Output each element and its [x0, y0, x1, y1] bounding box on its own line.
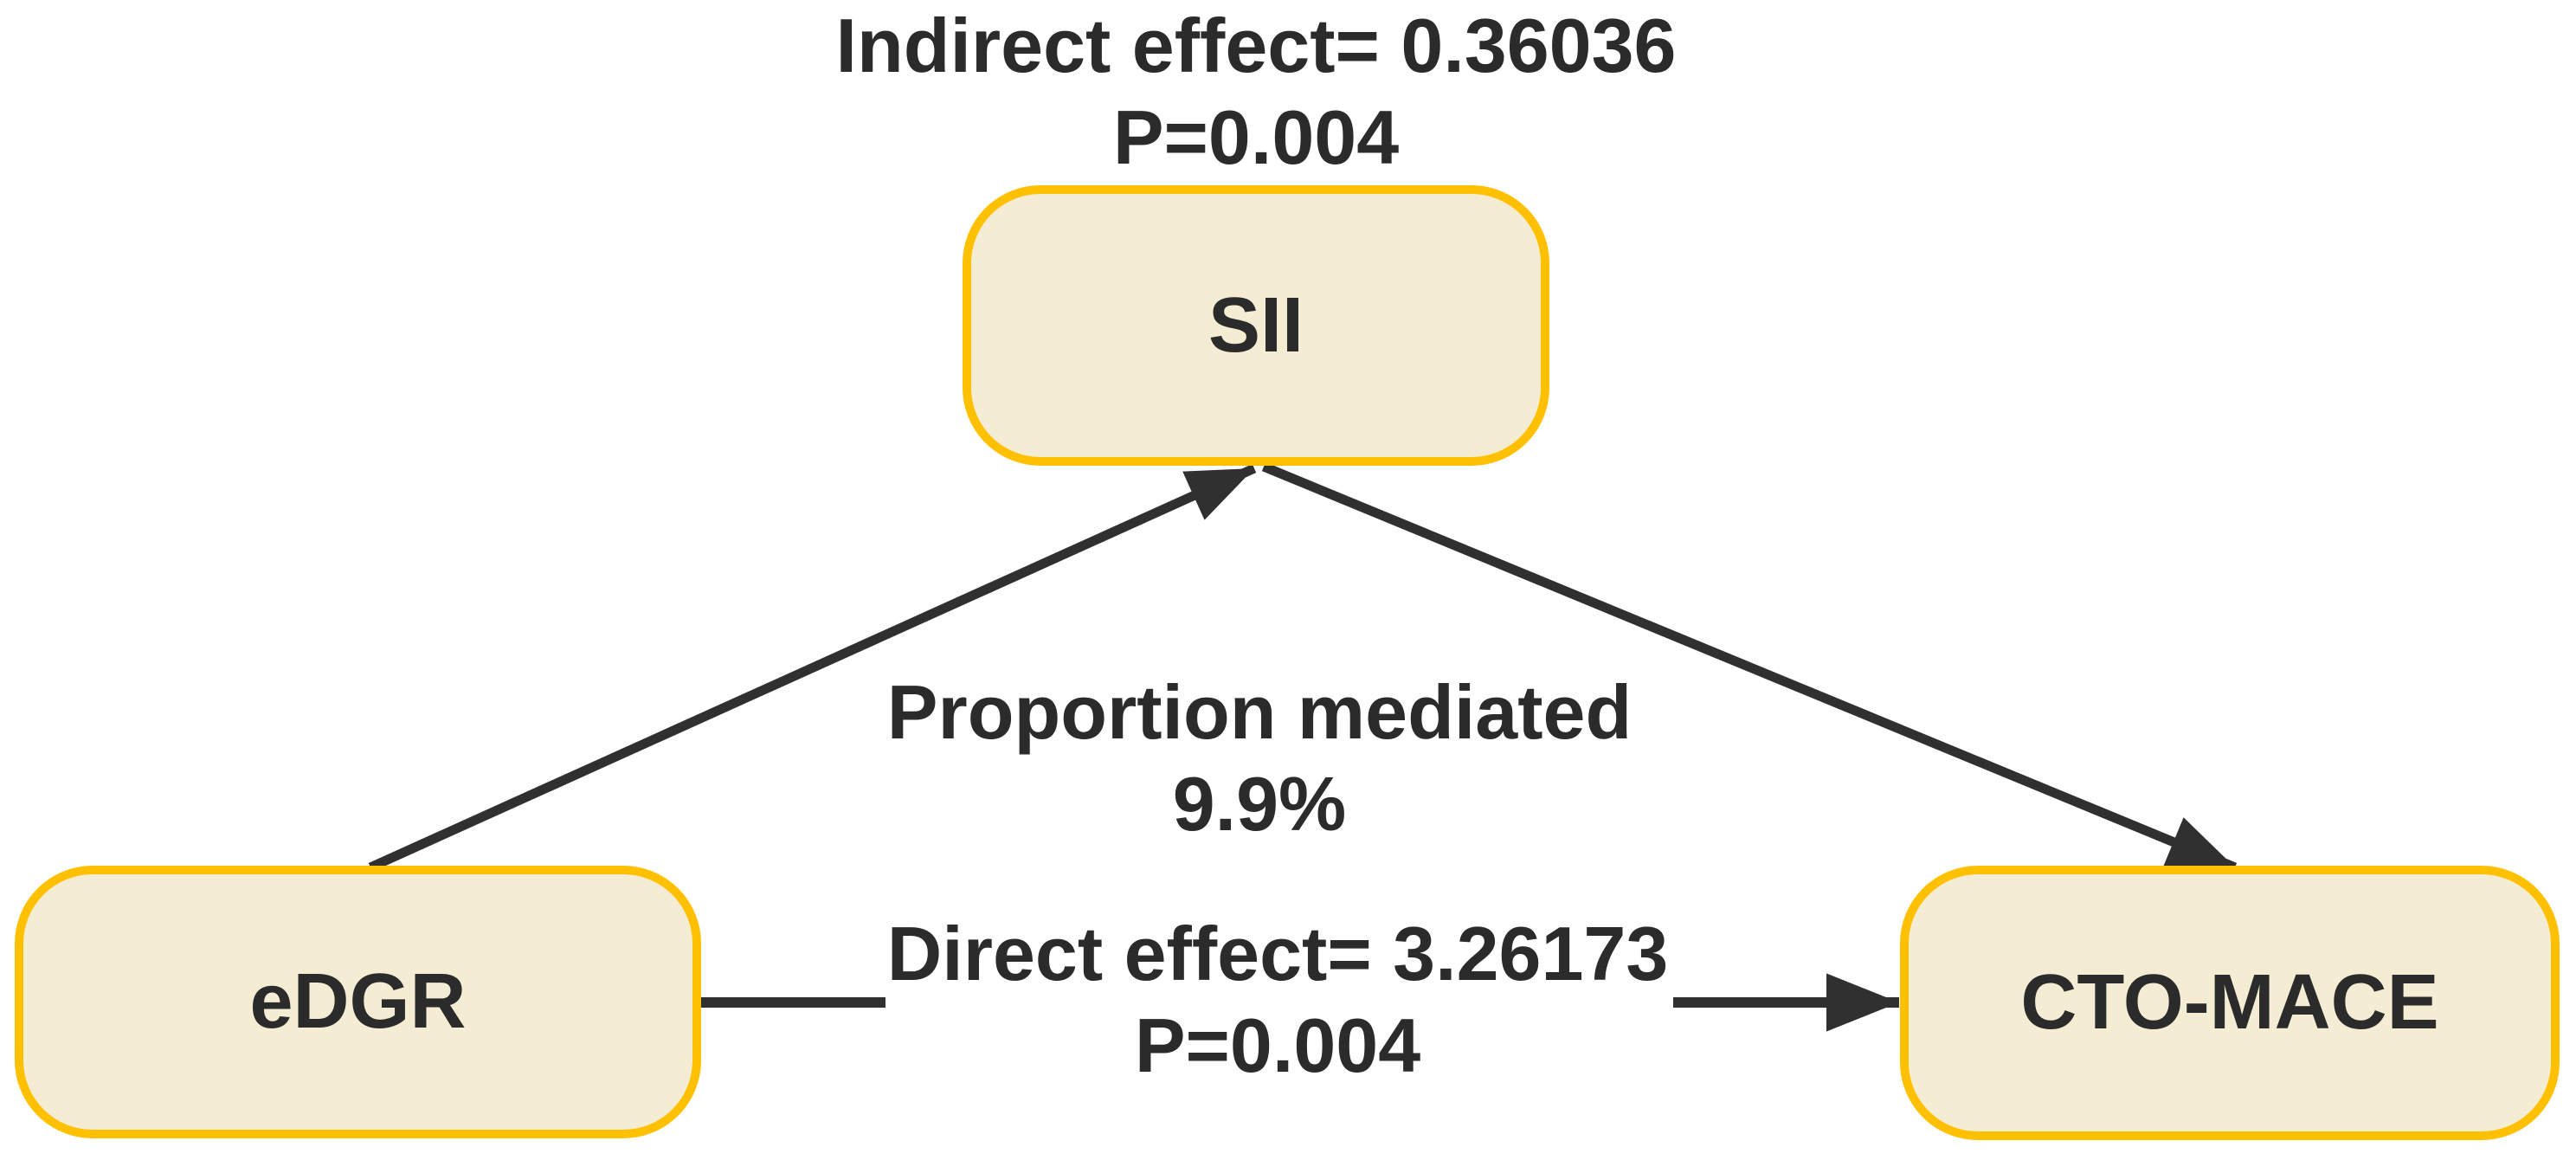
proportion-mediated-title: Proportion mediated [886, 669, 1633, 755]
direct-effect-value: Direct effect= 3.26173 [886, 911, 1669, 996]
indirect-effect-pvalue: P=0.004 [1112, 93, 1400, 180]
indirect-effect-value: Indirect effect= 0.36036 [835, 3, 1677, 88]
direct-effect-pvalue: P=0.004 [1134, 1002, 1421, 1088]
node-sii: SII [963, 185, 1549, 466]
edge-exposure-to-mediator [368, 463, 1257, 873]
node-cto-mace: CTO-MACE [1900, 866, 2560, 1140]
proportion-mediated-annotation: Proportion mediated 9.9% [654, 667, 1865, 849]
indirect-effect-annotation: Indirect effect= 0.36036 P=0.004 [650, 0, 1862, 183]
node-edgr: eDGR [15, 866, 701, 1138]
node-edgr-label: eDGR [249, 958, 467, 1045]
node-sii-label: SII [1208, 281, 1304, 369]
proportion-mediated-value: 9.9% [1172, 760, 1347, 847]
edge-mediator-to-outcome [1261, 461, 2238, 873]
node-cto-mace-label: CTO-MACE [2020, 959, 2439, 1046]
direct-effect-annotation: Direct effect= 3.26173 P=0.004 [672, 908, 1884, 1091]
